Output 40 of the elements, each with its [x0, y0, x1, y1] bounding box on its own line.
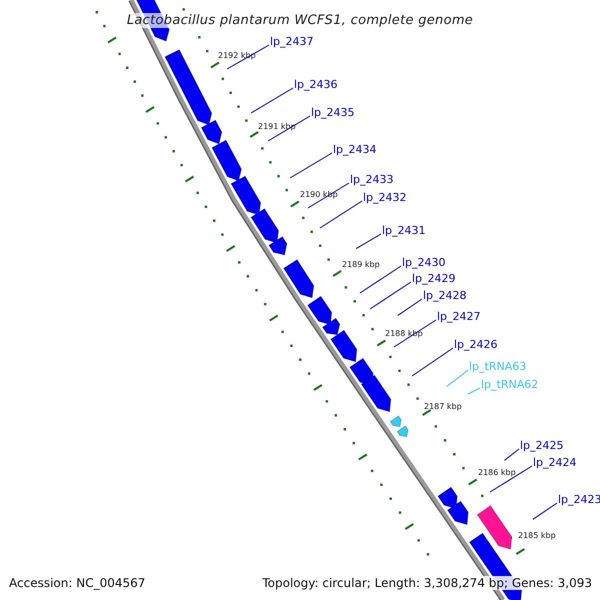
gene-label: lp_2424 — [533, 456, 577, 469]
leader-line — [290, 152, 332, 178]
gene-label: lp_2434 — [333, 143, 377, 156]
leader-line — [360, 266, 402, 294]
scale-label: 2189 kbp — [342, 260, 380, 270]
gene-label: lp_2427 — [437, 310, 481, 323]
leader-line — [446, 370, 468, 387]
gene-label: lp_2437 — [270, 35, 314, 48]
leader-line — [490, 466, 532, 492]
leader-line — [356, 234, 382, 250]
leader-line — [320, 200, 362, 228]
genome-stats-text: Topology: circular; Length: 3,308,274 bp; Genes: 3,093 — [262, 576, 592, 590]
scale-label: 2185 kbp — [518, 531, 556, 541]
gene-label: lp_2435 — [311, 106, 355, 119]
leader-line — [532, 502, 558, 520]
leader-line — [504, 448, 520, 461]
gene-label: lp_2429 — [412, 272, 456, 285]
leader-line — [226, 44, 270, 70]
gene-label: lp_2430 — [402, 256, 446, 269]
gene-label: lp_tRNA63 — [469, 360, 526, 373]
scale-label: 2187 kbp — [424, 402, 462, 412]
gene-label: lp_2432 — [363, 191, 407, 204]
gene-label: lp_2428 — [423, 289, 467, 302]
gene-label: lp_2433 — [350, 173, 394, 186]
accession-text: Accession: NC_004567 — [9, 576, 146, 590]
gene-label: lp_2436 — [294, 78, 338, 91]
leader-line — [370, 282, 412, 310]
leader-line — [308, 182, 350, 208]
gene-label: lp_2426 — [454, 338, 498, 351]
leader-line — [412, 348, 454, 376]
leader-line — [394, 320, 436, 348]
leader-line — [467, 388, 480, 395]
scale-label: 2186 kbp — [478, 468, 516, 478]
leader-line — [250, 88, 294, 114]
gene-label: lp_2431 — [382, 224, 426, 237]
gene-label: lp_2425 — [520, 439, 564, 452]
leader-line — [268, 116, 310, 142]
gene-label: lp_tRNA62 — [481, 378, 538, 391]
leader-line — [397, 298, 422, 316]
map-title: Lactobacillus plantarum WCFS1, complete genome — [124, 13, 476, 28]
